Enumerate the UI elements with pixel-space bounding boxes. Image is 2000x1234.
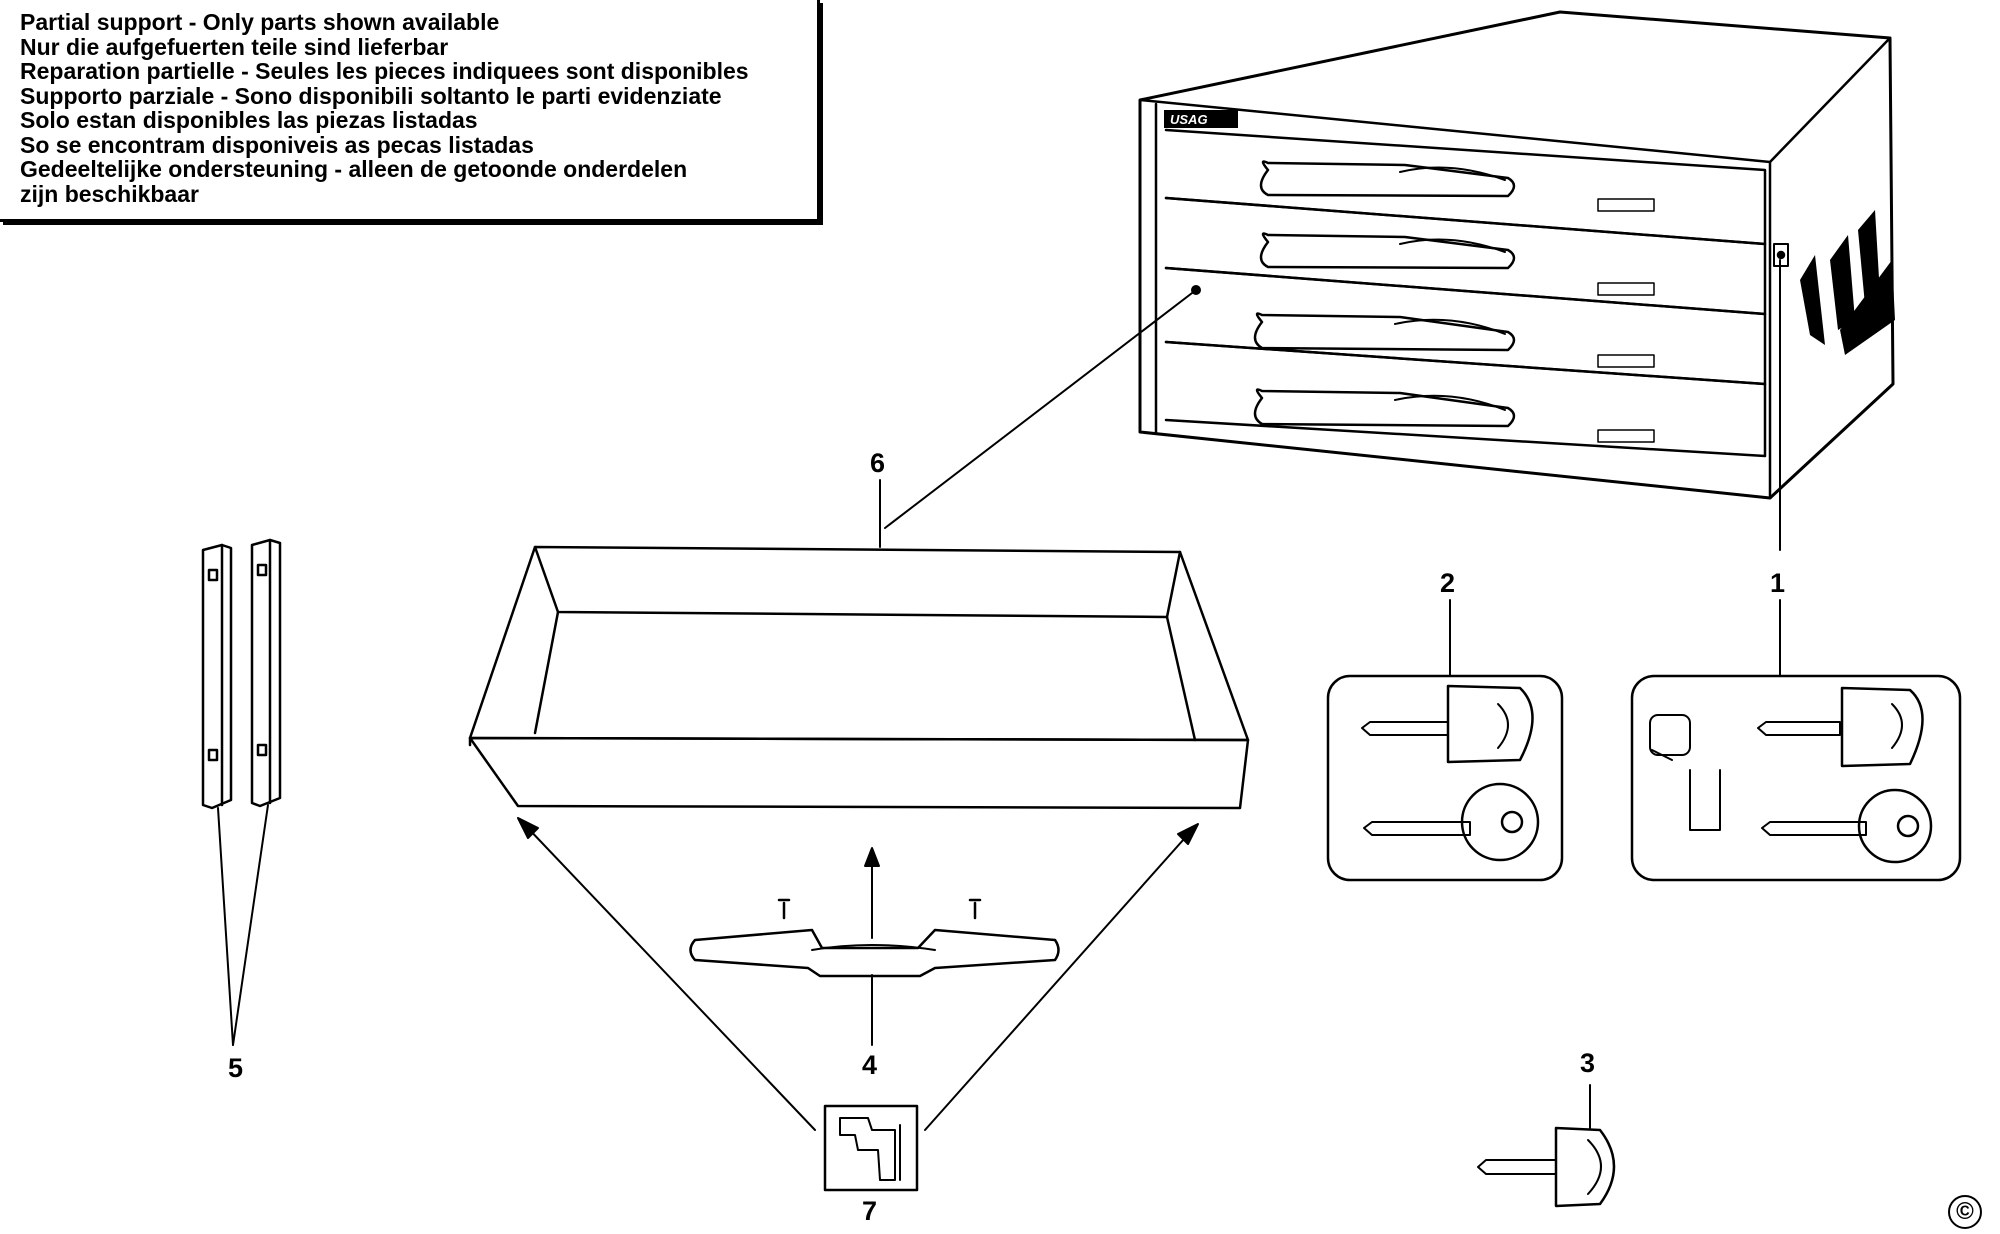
callout-number-7: 7: [862, 1196, 878, 1226]
cabinet-handle: [1259, 232, 1655, 296]
notice-line-en: Partial support - Only parts shown avail…: [20, 9, 500, 35]
callout-number-2: 2: [1440, 568, 1456, 598]
lock-kit-part: [1630, 674, 1962, 882]
callout-number-4: 4: [862, 1050, 878, 1080]
drawer-handle-part: [689, 898, 1060, 978]
cabinet-side-decal: [1800, 210, 1895, 355]
notice-line-de: Nur die aufgefuerten teile sind lieferba…: [20, 33, 449, 60]
callout-number-3: 3: [1580, 1048, 1596, 1078]
drawer-part: [468, 545, 1250, 810]
cabinet-handle: [1253, 388, 1655, 443]
cabinet-drawer-fronts: [1164, 128, 1767, 458]
callout-number-5: 5: [228, 1053, 244, 1083]
single-key-part: [1477, 1126, 1616, 1208]
cabinet-handle: [1259, 160, 1655, 212]
svg-text:USAG: USAG: [1170, 112, 1208, 127]
slide-clip-part: [823, 1104, 919, 1192]
cabinet-handle: [1253, 312, 1655, 368]
notice-line-it: Supporto parziale - Sono disponibili sol…: [20, 82, 722, 109]
notice-line-nl-cont: zijn beschikbaar: [20, 180, 199, 207]
notice-lines: Partial support - Only parts shown avail…: [20, 10, 749, 206]
callout-number-1: 1: [1770, 568, 1786, 598]
tool-cabinet: USAG: [1138, 10, 1895, 500]
notice-line-fr: Reparation partielle - Seules les pieces…: [20, 58, 749, 84]
drawer-slides-part: [201, 538, 282, 810]
key-set-part: [1326, 674, 1564, 882]
notice-line-nl: Gedeeltelijke ondersteuning - alleen de …: [20, 156, 688, 182]
notice-line-pt: So se encontram disponiveis as pecas lis…: [20, 131, 534, 158]
partial-support-notice: Partial support - Only parts shown avail…: [0, 0, 820, 222]
notice-line-es: Solo estan disponibles las piezas listad…: [20, 107, 478, 133]
callout-number-6: 6: [870, 448, 886, 478]
leader-lines: [217, 259, 1781, 1131]
copyright-symbol: ©: [1948, 1195, 1982, 1229]
